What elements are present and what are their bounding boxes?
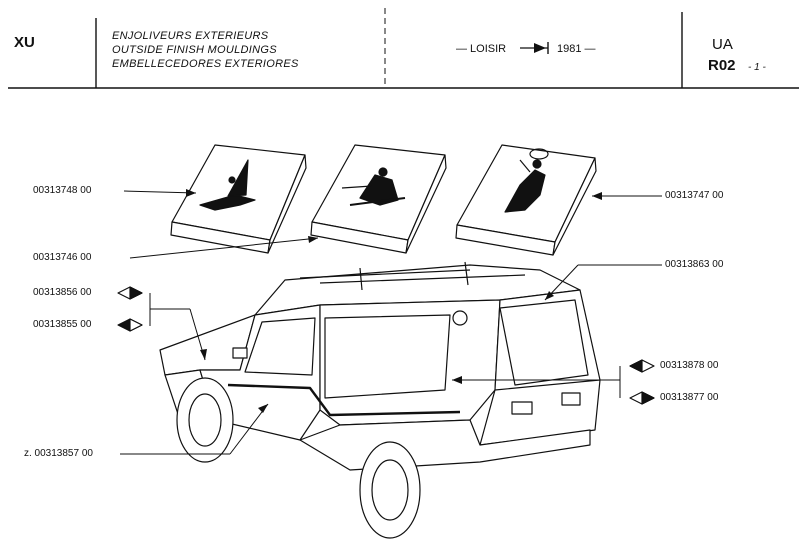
version-arrow-icon <box>520 42 549 54</box>
leader-arrow-heads <box>186 189 602 413</box>
title-spanish: EMBELLECEDORES EXTERIORES <box>112 58 299 70</box>
part-number-windsurf-decal: 00313748 00 <box>33 185 92 196</box>
part-number-856: 00313856 00 <box>33 287 92 298</box>
title-english: OUTSIDE FINISH MOULDINGS <box>112 44 277 56</box>
part-number-877: 00313877 00 <box>660 392 719 403</box>
part-number-tennis-decal: 00313747 00 <box>665 190 724 201</box>
diamond-symbol-877 <box>629 391 655 405</box>
decal-box-windsurf <box>170 144 307 254</box>
decal-box-skier <box>310 144 447 254</box>
ref-code: R02 <box>708 57 736 74</box>
page-number: - 1 - <box>748 62 766 73</box>
diamond-symbol-856 <box>117 286 143 300</box>
part-number-857: z. 00313857 00 <box>24 448 93 459</box>
version-year: 1981 — <box>557 43 596 55</box>
diamond-symbol-878 <box>629 359 655 373</box>
part-number-skier-decal: 00313746 00 <box>33 252 92 263</box>
part-number-rear-moulding: 00313863 00 <box>665 259 724 270</box>
model-code: XU <box>14 34 35 51</box>
decal-box-tennis <box>455 144 597 256</box>
diamond-symbol-855 <box>117 318 143 332</box>
part-number-855: 00313855 00 <box>33 319 92 330</box>
vehicle-body <box>159 261 601 539</box>
version-label: — LOISIR <box>456 43 507 55</box>
title-french: ENJOLIVEURS EXTERIEURS <box>112 30 269 42</box>
group-code: UA <box>712 36 733 53</box>
part-number-878: 00313878 00 <box>660 360 719 371</box>
